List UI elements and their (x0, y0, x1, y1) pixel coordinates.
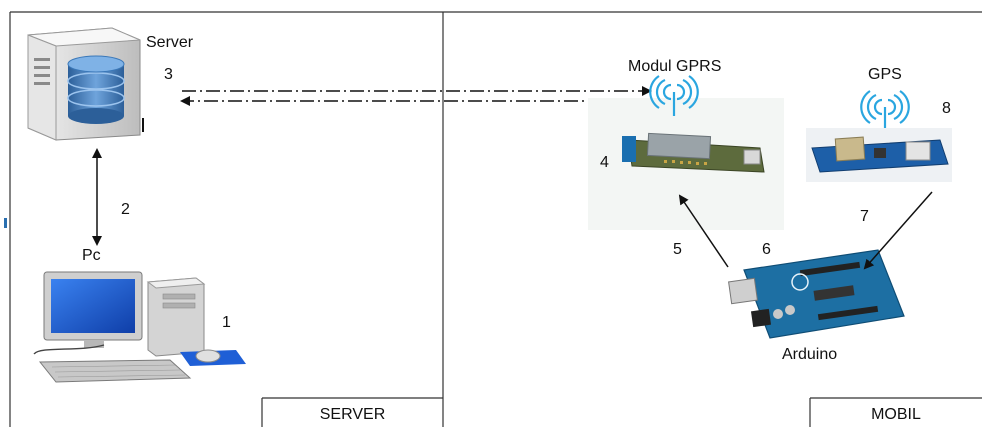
modul-gprs-label: Modul GPRS (628, 58, 722, 75)
frame (9, 11, 982, 427)
pc-icon (33, 271, 246, 383)
arduino-label: Arduino (782, 346, 838, 363)
step-4-label: 4 (600, 154, 609, 171)
gps-label: GPS (868, 66, 902, 83)
step-8-label: 8 (942, 100, 951, 117)
server-panel-label: SERVER (319, 406, 386, 423)
wireless-signal-icon (860, 90, 910, 132)
step-1-label: 1 (222, 314, 231, 331)
gps-to-arduino-arrow (863, 191, 933, 270)
wireless-signal-icon (649, 75, 699, 116)
step-2-label: 2 (121, 201, 130, 218)
database-icon (67, 55, 125, 124)
mobil-panel-label: MOBIL (871, 406, 921, 423)
step-7-label: 7 (860, 208, 869, 225)
arduino-to-gprs-arrow (678, 194, 729, 268)
gps-module-icon (811, 136, 949, 173)
server-panel-box (261, 397, 443, 427)
arduino-board-icon (728, 249, 905, 339)
step-3-label: 3 (164, 66, 173, 83)
step-6-label: 6 (762, 241, 771, 258)
mobil-panel-box (809, 397, 982, 427)
gprs-module-icon (622, 132, 765, 173)
server-label: Server (146, 34, 194, 51)
edge-mark (4, 218, 7, 228)
pc-label: Pc (82, 247, 101, 264)
step-5-label: 5 (673, 241, 682, 258)
